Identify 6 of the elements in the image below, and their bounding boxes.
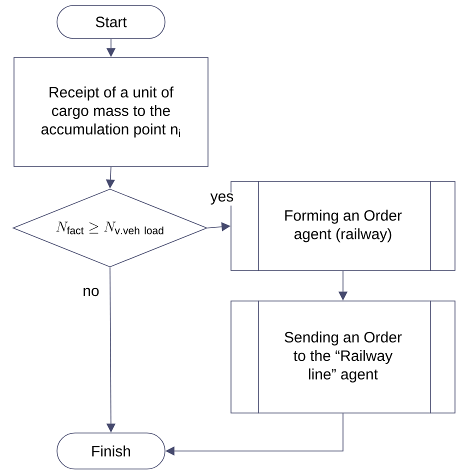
subprocess-box: Sending an Order to the “Railway line” agent xyxy=(230,300,456,414)
terminal-box: Start xyxy=(56,5,166,39)
terminal-box: Finish xyxy=(56,432,166,470)
edge-label: yes xyxy=(209,192,235,206)
edge-label: no xyxy=(82,286,100,298)
process-box: Receipt of a unit of cargo mass to the accumulation point n$_{i}$ xyxy=(14,57,208,167)
